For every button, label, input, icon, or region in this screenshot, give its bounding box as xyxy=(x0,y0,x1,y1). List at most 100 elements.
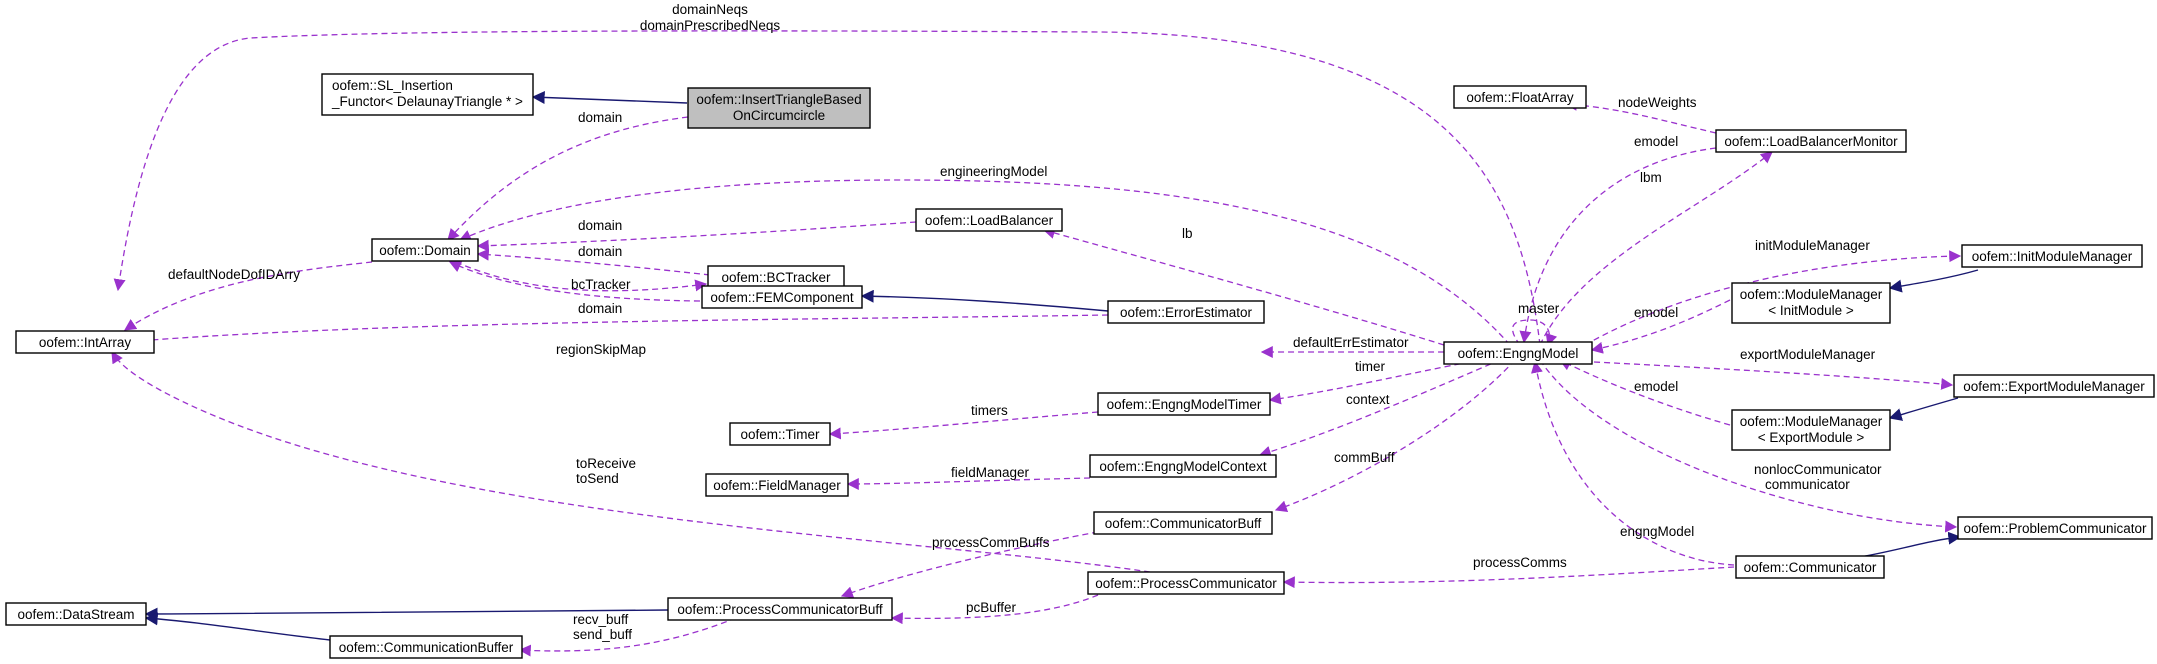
label-regionSkipMap: regionSkipMap xyxy=(556,342,646,357)
label-initModuleManager: initModuleManager xyxy=(1755,238,1870,253)
label-domainNeqs: domainNeqs xyxy=(672,2,748,17)
label-domainPrescribedNeqs: domainPrescribedNeqs xyxy=(640,18,781,33)
svg-text:oofem::ModuleManager: oofem::ModuleManager xyxy=(1740,414,1883,429)
svg-text:oofem::ProcessCommunicator: oofem::ProcessCommunicator xyxy=(1095,576,1277,591)
label-toSend: toSend xyxy=(576,471,619,486)
svg-text:oofem::ErrorEstimator: oofem::ErrorEstimator xyxy=(1120,305,1253,320)
node-domain[interactable]: oofem::Domain xyxy=(371,238,479,262)
node-exportmodulemanager[interactable]: oofem::ExportModuleManager xyxy=(1953,374,2155,398)
edge-lb xyxy=(1042,227,1445,346)
node-femcomponent[interactable]: oofem::FEMComponent xyxy=(701,285,863,309)
label-commBuff: commBuff xyxy=(1334,450,1395,465)
node-processcommunicator[interactable]: oofem::ProcessCommunicator xyxy=(1087,571,1285,595)
label-lbm: lbm xyxy=(1640,170,1662,185)
edge-nonlocCommunicator xyxy=(1539,359,1958,533)
edge-defaultNodeDofIDArry xyxy=(124,261,373,331)
node-intarray[interactable]: oofem::IntArray xyxy=(15,330,155,354)
edge-communicator-to-problemcomm xyxy=(1859,531,1962,558)
edges xyxy=(111,30,1979,657)
edge-processCommBuffs xyxy=(840,529,1109,598)
node-bctracker[interactable]: oofem::BCTracker xyxy=(707,265,845,289)
edge-initModuleManager xyxy=(1584,250,1962,346)
edge-initmm-to-modulemanager xyxy=(1888,269,1979,293)
label-domain-lb: domain xyxy=(578,218,622,233)
edge-master xyxy=(1511,319,1558,347)
edge-emodel-export xyxy=(1558,359,1731,426)
edge-regionSkipMap xyxy=(123,314,1109,348)
svg-text:oofem::CommunicatorBuff: oofem::CommunicatorBuff xyxy=(1105,516,1262,531)
edge-labels: domainNeqs domainPrescribedNeqs domain e… xyxy=(168,2,1882,642)
node-floatarray[interactable]: oofem::FloatArray xyxy=(1453,85,1587,109)
edge-lbm xyxy=(1539,151,1773,346)
label-bcTracker: bcTracker xyxy=(571,277,631,292)
node-sl-insertion-functor[interactable]: oofem::SL_Insertion _Functor< DelaunayTr… xyxy=(321,73,534,116)
svg-text:oofem::ModuleManager: oofem::ModuleManager xyxy=(1740,287,1883,302)
label-communicator: communicator xyxy=(1765,477,1850,492)
node-datastream[interactable]: oofem::DataStream xyxy=(5,602,147,626)
node-communicatorbuff[interactable]: oofem::CommunicatorBuff xyxy=(1093,511,1273,535)
edge-domainNeqs xyxy=(113,30,1541,346)
svg-text:oofem::FieldManager: oofem::FieldManager xyxy=(713,478,841,493)
edge-errorestimator-to-femcomponent xyxy=(860,289,1109,312)
label-domain-fem: domain xyxy=(578,301,622,316)
node-modulemanager-initmodule[interactable]: oofem::ModuleManager < InitModule > xyxy=(1731,282,1891,324)
label-timers: timers xyxy=(971,403,1008,418)
svg-text:oofem::FEMComponent: oofem::FEMComponent xyxy=(710,290,854,305)
edge-pcbuff-to-datastream xyxy=(144,607,669,621)
svg-text:oofem::InitModuleManager: oofem::InitModuleManager xyxy=(1972,249,2133,264)
svg-text:oofem::Timer: oofem::Timer xyxy=(740,427,820,442)
edge-exportmm-to-modulemanager xyxy=(1888,397,1959,421)
edge-emodel-lbm xyxy=(1519,147,1717,344)
node-engngmodel[interactable]: oofem::EngngModel xyxy=(1443,341,1593,365)
label-emodel-init: emodel xyxy=(1634,305,1678,320)
svg-text:oofem::Communicator: oofem::Communicator xyxy=(1744,560,1877,575)
node-communicator[interactable]: oofem::Communicator xyxy=(1735,555,1885,579)
edge-commbuffer-to-datastream xyxy=(144,612,331,641)
node-processcommunicatorbuff[interactable]: oofem::ProcessCommunicatorBuff xyxy=(667,597,893,621)
label-processCommBuffs: processCommBuffs xyxy=(932,535,1050,550)
label-toReceive: toReceive xyxy=(576,456,636,471)
edge-exportModuleManager xyxy=(1593,361,1954,390)
svg-text:oofem::SL_Insertion: oofem::SL_Insertion xyxy=(332,78,453,93)
label-emodel-export: emodel xyxy=(1634,379,1678,394)
node-loadbalancer[interactable]: oofem::LoadBalancer xyxy=(915,208,1063,232)
edge-insert-to-slins xyxy=(531,90,688,104)
svg-text:oofem::CommunicationBuffer: oofem::CommunicationBuffer xyxy=(339,640,514,655)
label-emodel-lbm: emodel xyxy=(1634,134,1678,149)
label-domain-bc: domain xyxy=(578,244,622,259)
edge-timers xyxy=(828,411,1099,440)
edge-processComms xyxy=(1282,566,1735,589)
edge-pcBuffer xyxy=(890,594,1099,625)
svg-text:< ExportModule >: < ExportModule > xyxy=(1758,430,1865,445)
edge-engineeringModel xyxy=(458,179,1511,346)
edge-bcTracker xyxy=(455,261,708,292)
label-defaultNodeDofIDArry: defaultNodeDofIDArry xyxy=(168,267,300,282)
svg-text:oofem::ProblemCommunicator: oofem::ProblemCommunicator xyxy=(1963,521,2147,536)
label-engngModel: engngModel xyxy=(1620,524,1694,539)
node-communicationbuffer[interactable]: oofem::CommunicationBuffer xyxy=(329,635,523,659)
label-recv-buff: recv_buff xyxy=(573,612,629,627)
node-fieldmanager[interactable]: oofem::FieldManager xyxy=(705,473,849,497)
svg-text:oofem::Domain: oofem::Domain xyxy=(379,243,471,258)
svg-text:oofem::ProcessCommunicatorBuff: oofem::ProcessCommunicatorBuff xyxy=(677,602,883,617)
node-engngmodelcontext[interactable]: oofem::EngngModelContext xyxy=(1089,454,1277,478)
node-errorestimator[interactable]: oofem::ErrorEstimator xyxy=(1107,300,1265,324)
edge-emodel-init xyxy=(1590,299,1731,354)
edge-timer xyxy=(1268,359,1481,405)
svg-text:oofem::EngngModelTimer: oofem::EngngModelTimer xyxy=(1107,397,1262,412)
svg-text:oofem::EngngModelContext: oofem::EngngModelContext xyxy=(1099,459,1267,474)
node-initmodulemanager[interactable]: oofem::InitModuleManager xyxy=(1961,244,2143,268)
node-modulemanager-exportmodule[interactable]: oofem::ModuleManager < ExportModule > xyxy=(1731,409,1891,451)
node-timer[interactable]: oofem::Timer xyxy=(729,422,831,446)
node-insert-triangle-circumcircle[interactable]: oofem::InsertTriangleBased OnCircumcircl… xyxy=(687,87,871,129)
label-lb: lb xyxy=(1182,226,1193,241)
node-loadbalancermonitor[interactable]: oofem::LoadBalancerMonitor xyxy=(1715,129,1907,153)
node-problemcommunicator[interactable]: oofem::ProblemCommunicator xyxy=(1957,516,2153,540)
label-nonlocCommunicator: nonlocCommunicator xyxy=(1754,462,1882,477)
svg-text:< InitModule >: < InitModule > xyxy=(1768,303,1854,318)
svg-text:oofem::EngngModel: oofem::EngngModel xyxy=(1458,346,1579,361)
edge-context xyxy=(1258,359,1501,458)
edge-domain-fem xyxy=(448,261,701,302)
node-engngmodeltimer[interactable]: oofem::EngngModelTimer xyxy=(1097,392,1271,416)
